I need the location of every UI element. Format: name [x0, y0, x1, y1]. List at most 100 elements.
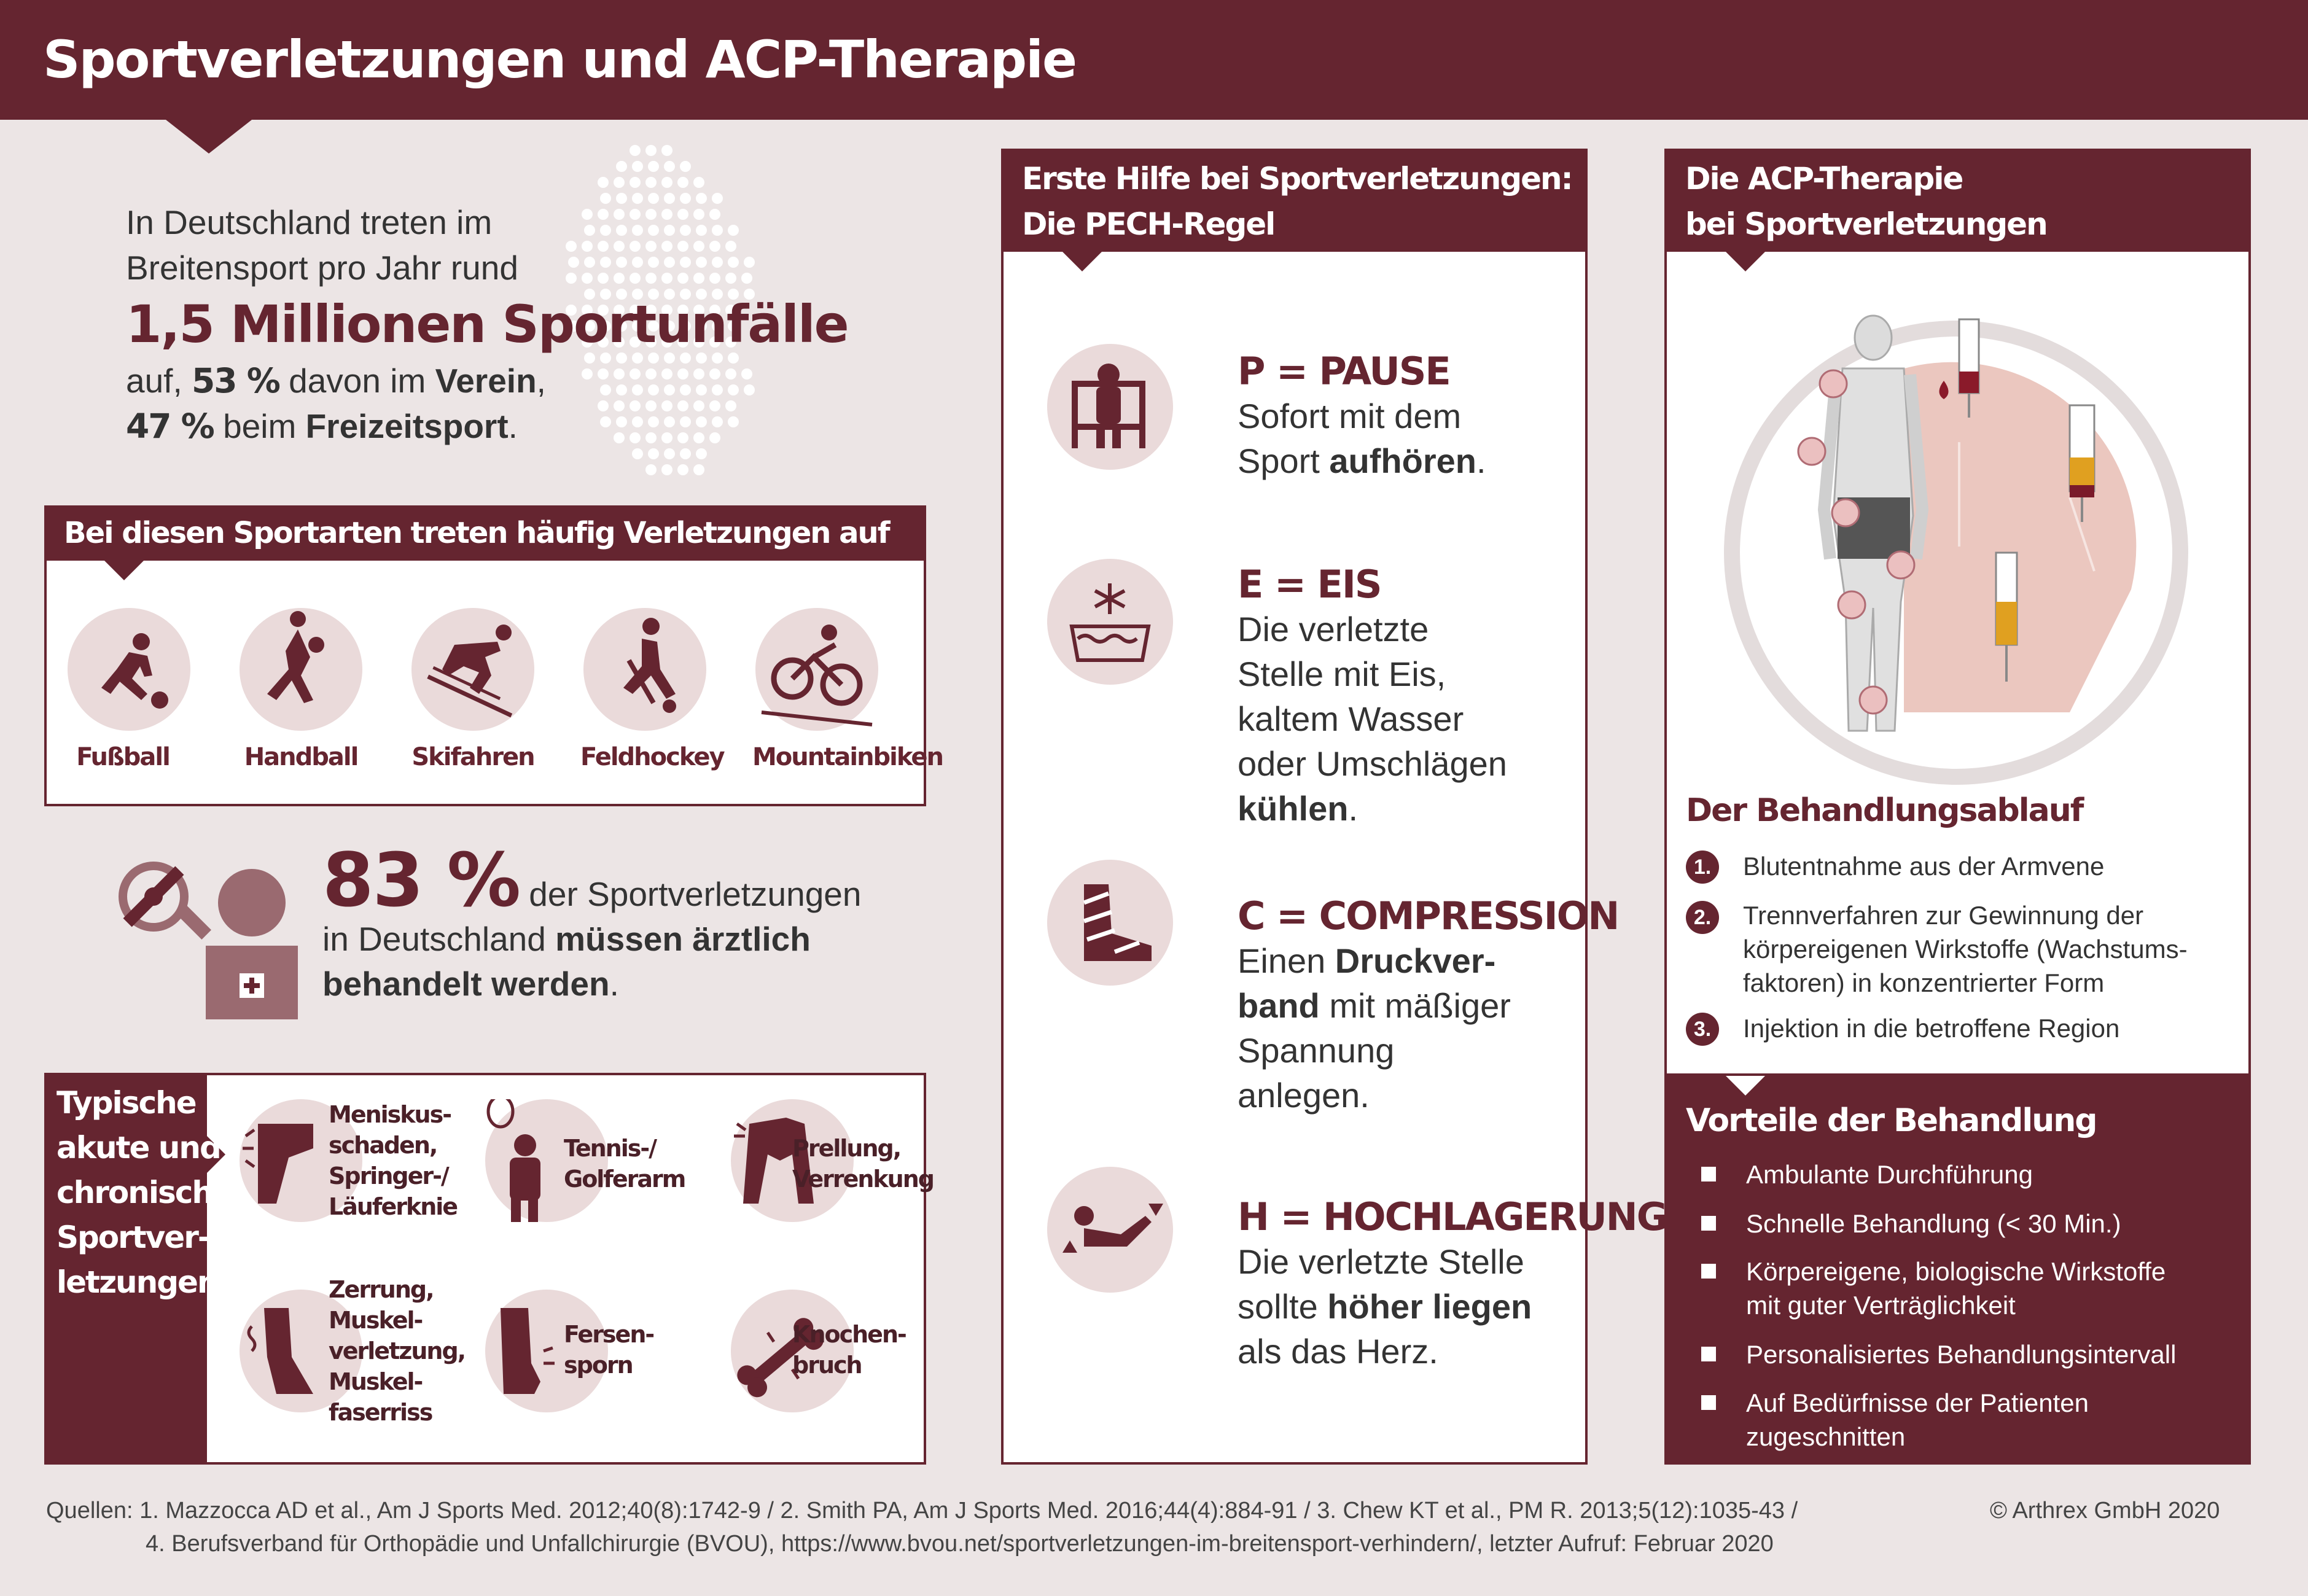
- map-dot: [582, 241, 593, 252]
- map-dot: [696, 384, 707, 395]
- map-dot: [725, 400, 736, 411]
- intro-text: In Deutschland treten im Breitensport pr…: [126, 200, 849, 449]
- map-dot: [693, 273, 704, 284]
- map-dot: [664, 416, 675, 427]
- map-dot: [728, 225, 739, 236]
- intro-line-4: 47 % beim Freizeitsport.: [126, 407, 518, 446]
- pct-freizeit: 47 %: [126, 407, 215, 446]
- football-player-icon: [101, 633, 168, 709]
- map-dot: [632, 193, 643, 204]
- map-dot: [630, 177, 641, 188]
- map-dot: [664, 161, 675, 172]
- injury-circle-knee: [240, 1099, 362, 1222]
- map-dot: [632, 448, 643, 459]
- map-dot: [677, 400, 688, 411]
- map-dot: [645, 177, 657, 188]
- map-dot: [680, 384, 691, 395]
- map-dot: [630, 273, 641, 284]
- map-dot: [600, 352, 611, 364]
- intro-line-1: In Deutschland treten im: [126, 203, 493, 241]
- map-dot: [566, 273, 577, 284]
- syringe-plasma: [1995, 551, 2018, 682]
- step-number-2: 2.: [1686, 901, 1719, 934]
- pech-title-c: C = COMPRESSION: [1238, 893, 1620, 938]
- map-dot: [648, 225, 659, 236]
- map-dot: [664, 193, 675, 204]
- map-dot: [582, 273, 593, 284]
- pech-circle-hochlagerung: [1047, 1167, 1173, 1293]
- map-dot: [661, 305, 673, 316]
- map-dot: [614, 177, 625, 188]
- map-dot: [693, 337, 704, 348]
- map-dot: [725, 305, 736, 316]
- map-dot: [744, 257, 755, 268]
- map-dot: [598, 400, 609, 411]
- map-dot: [680, 416, 691, 427]
- vorteil-bullet-3: [1701, 1264, 1716, 1279]
- map-dot: [661, 400, 673, 411]
- map-dot: [584, 225, 595, 236]
- map-dot: [632, 225, 643, 236]
- pech-circle-eis: [1047, 559, 1173, 685]
- sport-circle-skifahren: [411, 608, 534, 731]
- map-dot: [712, 225, 723, 236]
- map-dot: [709, 432, 720, 443]
- map-dot: [744, 289, 755, 300]
- map-dot: [600, 225, 611, 236]
- map-dot: [661, 209, 673, 220]
- map-dot: [677, 209, 688, 220]
- sport-label-handball: Handball: [244, 743, 359, 771]
- pech-circle-compression: [1047, 860, 1173, 986]
- map-dot: [600, 416, 611, 427]
- map-dot: [677, 273, 688, 284]
- map-dot: [712, 289, 723, 300]
- map-dot: [696, 289, 707, 300]
- pech-text-c: C = COMPRESSION Einen Druckver-band mit …: [1238, 893, 1620, 1115]
- header-bar: [0, 0, 2308, 120]
- knee-icon: [243, 1124, 313, 1204]
- pech-heading-notch: [1062, 252, 1102, 271]
- heel-spur-icon: [501, 1308, 555, 1394]
- stat-83-block: 83 % der Sportverletzungen in Deutschlan…: [322, 838, 862, 1003]
- map-dot: [645, 209, 657, 220]
- sports-heading: Bei diesen Sportarten treten häufig Verl…: [44, 505, 926, 561]
- map-dot: [680, 448, 691, 459]
- map-dot: [614, 368, 625, 380]
- injury-label-shoulder: Prellung,Verrenkung: [792, 1135, 935, 1193]
- map-dot: [664, 225, 675, 236]
- map-dot: [616, 289, 627, 300]
- map-dot: [600, 193, 611, 204]
- map-dot: [696, 448, 707, 459]
- map-dot: [598, 305, 609, 316]
- map-dot: [648, 289, 659, 300]
- vorteil-text-1: Ambulante Durchführung: [1746, 1160, 2033, 1189]
- map-dot: [630, 209, 641, 220]
- map-dot: [693, 400, 704, 411]
- map-dot: [584, 352, 595, 364]
- map-dot: [630, 368, 641, 380]
- map-dot: [709, 241, 720, 252]
- map-dot: [664, 448, 675, 459]
- map-dot: [680, 321, 691, 332]
- copyright: © Arthrex GmbH 2020: [1990, 1498, 2220, 1524]
- map-dot: [661, 241, 673, 252]
- shoulder-bruise-icon: [734, 1118, 814, 1204]
- bone-fracture-icon: [737, 1318, 824, 1398]
- muscle-strain-icon: [247, 1308, 313, 1394]
- map-dot: [568, 321, 579, 332]
- map-dot: [725, 241, 736, 252]
- pct-verein: 53 %: [192, 361, 281, 400]
- map-dot: [728, 257, 739, 268]
- map-dot: [598, 241, 609, 252]
- map-dot: [614, 305, 625, 316]
- map-dot: [680, 193, 691, 204]
- body-figure: [1817, 314, 1929, 732]
- map-dot: [677, 337, 688, 348]
- pech-title-e: E = EIS: [1238, 562, 1382, 607]
- map-dot: [696, 257, 707, 268]
- injury-circle-muscle: [240, 1290, 362, 1412]
- map-dot: [616, 416, 627, 427]
- injury-label-knee: Meniskus-schaden,Springer-/Läuferknie: [329, 1101, 458, 1220]
